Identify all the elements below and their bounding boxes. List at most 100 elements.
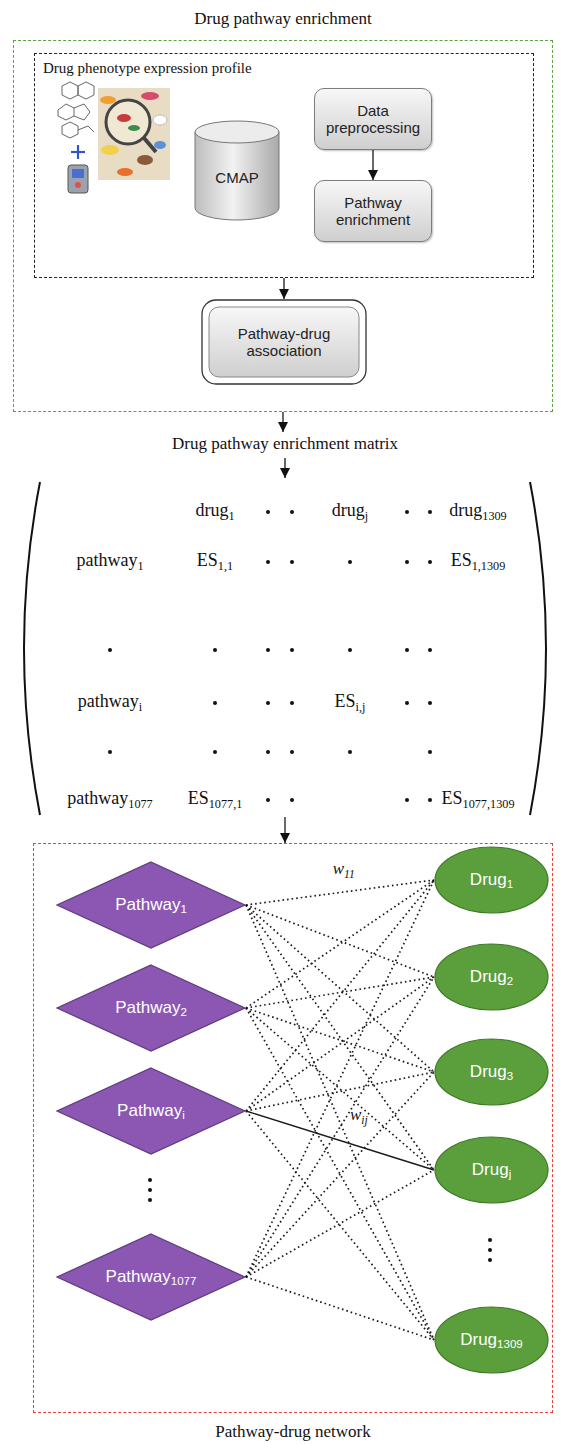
association-line (246, 880, 434, 1277)
pills-photo (98, 88, 170, 180)
association-line (246, 1111, 434, 1340)
association-line (246, 880, 434, 1111)
node-text: Pathway-drug association (219, 325, 349, 359)
subscript-text: 2 (507, 975, 513, 987)
subscript-text: j (365, 509, 368, 523)
inner-box (209, 307, 359, 377)
drug-ellipse: Drug3 (434, 1038, 549, 1106)
database-cylinder: CMAP (194, 120, 280, 220)
base-text: Drug (470, 967, 507, 986)
matrix-cell: drug1309 (449, 500, 506, 524)
matrix-cell: pathwayi (78, 691, 142, 715)
node-text: Drug1 (470, 870, 513, 890)
drug-ellipse: Drug1309 (434, 1306, 549, 1374)
diamond-fill (57, 1234, 245, 1320)
subscript-text: 1,1309 (472, 559, 506, 573)
diamond-fill (57, 862, 245, 948)
base-text: ES (188, 788, 209, 808)
subscript-text: ij (361, 1114, 367, 1127)
matrix-cell: pathway1 (76, 550, 143, 574)
edge-weight: w11 (333, 859, 355, 880)
subscript-text: 1077,1 (209, 797, 243, 811)
ellipsis-dots (108, 510, 432, 802)
matrix-cell: ES1077,1 (188, 788, 243, 812)
subscript-text: 11 (344, 868, 355, 881)
base-text: w (350, 1106, 361, 1125)
subscript-text: i,j (356, 700, 366, 714)
drug-ellipse: Drug1 (434, 846, 549, 914)
subscript-text: 1309 (482, 509, 506, 523)
subscript-text: 1 (137, 559, 143, 573)
plus-symbol (71, 145, 85, 159)
subscript-text: 1077 (128, 797, 152, 811)
association-line (246, 905, 434, 1072)
process-box: Pathway enrichment (314, 180, 432, 242)
association-line (246, 1170, 434, 1277)
matrix-cell: ESi,j (335, 691, 366, 715)
association-line (246, 1008, 434, 1170)
group-box: CMAP Data preprocessingPathway enrichment… (34, 53, 534, 278)
subscript-text: 1309 (497, 1338, 523, 1350)
base-text: w (333, 859, 344, 878)
matrix-cell: ES1077,1309 (441, 788, 514, 812)
base-text: ES (197, 550, 218, 570)
association-line (246, 905, 434, 1170)
base-text: drug (195, 500, 228, 520)
association-line (246, 1008, 434, 1340)
node-text: CMAP (215, 169, 258, 186)
association-line (246, 905, 434, 977)
matrix-cell: drugj (332, 500, 368, 524)
node-text: Drug1309 (460, 1330, 523, 1350)
pathway-diamond: Pathway1 (56, 861, 246, 949)
subscript-text: 1077,1309 (463, 797, 515, 811)
node-heading: Drug pathway enrichment (14, 9, 552, 29)
molecule-sketch (58, 82, 94, 138)
node-heading: Pathway-drug network (34, 1422, 552, 1442)
ellipse-fill (435, 944, 548, 1010)
matrix-cell: ES1,1309 (451, 550, 506, 574)
matrix-cell: pathway1077 (67, 788, 152, 812)
ellipse-fill (435, 1307, 548, 1373)
network-box: Pathway1Pathway2PathwayiPathway1077Drug1… (33, 843, 553, 1413)
subscript-text: i (139, 700, 142, 714)
association-line (246, 1111, 434, 1170)
node-text: Drug2 (470, 967, 513, 987)
matrix-arrow (284, 458, 285, 478)
base-text: drug (449, 500, 482, 520)
pathway-diamond: Pathwayi (56, 1067, 246, 1155)
node-text: Pathway1077 (106, 1267, 197, 1287)
process-box: Data preprocessing (314, 88, 432, 150)
subscript-text: 1077 (171, 1275, 197, 1287)
association-line (246, 977, 434, 1111)
base-text: pathway (67, 788, 128, 808)
base-text: ES (335, 691, 356, 711)
base-text: Drug (460, 1330, 497, 1349)
association-line (246, 1008, 434, 1072)
edge-weight: wij (350, 1106, 368, 1127)
base-text: ES (451, 550, 472, 570)
base-text: pathway (78, 691, 139, 711)
subscript-text: 1,1 (218, 559, 233, 573)
base-text: drug (332, 500, 365, 520)
node-text: Pathway enrichment (323, 194, 423, 228)
matrix-cell: ES1,1 (197, 550, 233, 574)
base-text: Drug (470, 870, 507, 889)
base-text: Pathway (117, 1101, 182, 1120)
node-text: Drug3 (470, 1062, 513, 1082)
cylinder-body (195, 132, 279, 220)
flow-arrow (284, 817, 285, 843)
association-line (246, 905, 434, 1340)
node-text: Drugj (472, 1160, 511, 1180)
subscript-text: 1 (228, 509, 234, 523)
subscript-text: 1 (507, 878, 513, 890)
diamond-fill (57, 965, 245, 1051)
association-line (246, 880, 434, 1008)
base-text: Drug (472, 1160, 509, 1179)
node-text: Data preprocessing (323, 102, 423, 136)
base-text: Pathway (106, 1267, 171, 1286)
cylinder-top (195, 121, 279, 143)
association-line (246, 1277, 434, 1340)
pathway-diamond: Pathway1077 (56, 1233, 246, 1321)
association-line (246, 1072, 434, 1111)
